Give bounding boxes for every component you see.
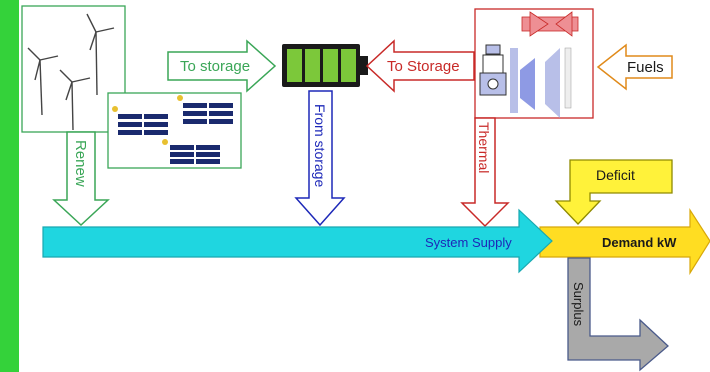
fuels-arrow: Fuels	[596, 43, 673, 91]
energy-flow-diagram: Renew To storage From storage To Storage	[19, 0, 710, 372]
to-storage-left-arrow: To storage	[167, 39, 277, 93]
from-storage-arrow: From storage	[294, 90, 346, 227]
renew-label: Renew	[72, 140, 89, 187]
demand-label: Demand kW	[602, 235, 677, 250]
demand-arrow: Demand kW	[539, 207, 710, 276]
gas-turbine-icon	[521, 11, 579, 37]
steam-turbine-icon	[510, 47, 572, 118]
from-storage-label: From storage	[312, 104, 328, 187]
system-supply-label: System Supply	[425, 235, 512, 250]
deficit-arrow: Deficit	[554, 159, 673, 225]
system-supply-arrow: System Supply	[42, 208, 553, 274]
wind-turbines-panel	[21, 5, 126, 133]
engine-icon	[479, 44, 507, 96]
deficit-label: Deficit	[596, 167, 635, 183]
to-storage-left-label: To storage	[180, 58, 250, 75]
surplus-arrow: Surplus	[567, 257, 669, 372]
thermal-generators-panel	[474, 8, 594, 119]
to-storage-right-label: To Storage	[387, 58, 460, 75]
wind-turbine-icon	[27, 13, 115, 131]
battery-icon	[282, 44, 368, 87]
thermal-label: Thermal	[476, 122, 492, 173]
surplus-label: Surplus	[571, 282, 586, 327]
solar-panel-icon	[112, 95, 233, 164]
to-storage-right-arrow: To Storage	[365, 39, 475, 93]
solar-panels-panel	[107, 92, 242, 169]
fuels-label: Fuels	[627, 59, 664, 76]
thermal-arrow: Thermal	[460, 117, 510, 228]
renew-arrow: Renew	[52, 131, 110, 227]
